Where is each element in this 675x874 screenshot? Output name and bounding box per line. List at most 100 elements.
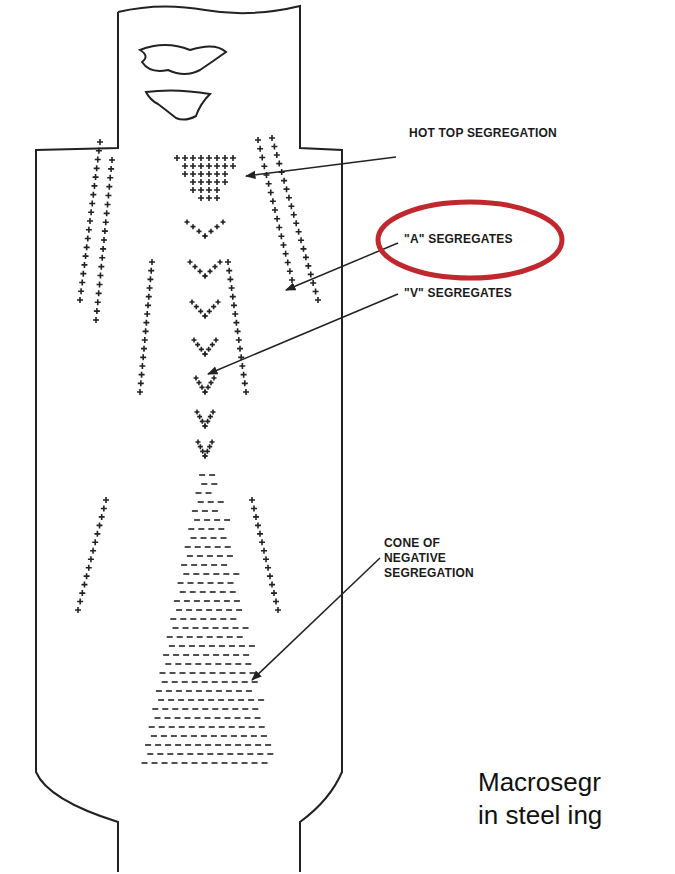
negative-mark [222, 708, 228, 710]
negative-mark [157, 753, 163, 755]
segregate-mark [231, 302, 237, 308]
negative-mark [212, 708, 218, 710]
segregate-mark [147, 285, 153, 291]
negative-mark [199, 474, 205, 476]
negative-mark [246, 690, 252, 692]
segregate-mark [144, 311, 150, 317]
negative-mark [200, 618, 206, 620]
negative-mark [194, 519, 200, 521]
negative-mark [195, 744, 201, 746]
negative-mark [213, 627, 219, 629]
negative-mark [155, 744, 161, 746]
negative-mark [179, 726, 185, 728]
segregate-mark [257, 146, 263, 152]
negative-mark [162, 681, 168, 683]
negative-mark [235, 717, 241, 719]
segregate-mark [276, 161, 282, 167]
segregate-mark [222, 163, 228, 169]
segregate-mark [296, 229, 302, 235]
negative-mark [249, 645, 255, 647]
negative-mark [166, 690, 172, 692]
segregate-mark [203, 390, 208, 395]
negative-mark [186, 690, 192, 692]
negative-mark [202, 681, 208, 683]
segregate-mark [103, 497, 109, 503]
segregate-mark [139, 372, 145, 378]
leader-arrow [252, 558, 380, 680]
segregate-mark [205, 419, 210, 424]
segregate-mark [276, 225, 282, 231]
segregate-mark [77, 599, 83, 605]
segregate-mark [200, 385, 205, 390]
negative-mark [177, 753, 183, 755]
segregate-mark [197, 229, 202, 234]
negative-mark [185, 663, 191, 665]
segregate-mark [230, 294, 236, 300]
negative-mark [199, 645, 205, 647]
segregate-mark [97, 273, 103, 279]
negative-mark [170, 672, 176, 674]
leader-arrow [246, 157, 396, 176]
negative-mark [155, 717, 161, 719]
segregation-marks [75, 135, 321, 763]
segregate-mark [207, 444, 212, 449]
segregate-mark [289, 277, 295, 283]
negative-mark [252, 708, 258, 710]
segregate-mark [84, 573, 90, 579]
segregate-mark [205, 449, 210, 454]
negative-mark [255, 717, 261, 719]
segregate-mark [249, 497, 255, 503]
negative-mark [259, 726, 265, 728]
negative-mark [198, 582, 204, 584]
segregate-mark [291, 212, 297, 218]
negative-mark [210, 672, 216, 674]
negative-mark [184, 600, 190, 602]
segregate-mark [96, 290, 102, 296]
negative-mark [217, 753, 223, 755]
segregate-mark [198, 195, 204, 201]
negative-mark [169, 645, 175, 647]
segregate-mark [303, 254, 309, 260]
segregate-mark [206, 347, 211, 352]
segregate-mark [200, 449, 205, 454]
negative-mark [161, 735, 167, 737]
segregate-mark [86, 565, 92, 571]
negative-mark [188, 582, 194, 584]
negative-mark [212, 681, 218, 683]
negative-mark [232, 681, 238, 683]
negative-mark [205, 717, 211, 719]
negative-mark [158, 699, 164, 701]
negative-mark [172, 681, 178, 683]
negative-mark [199, 726, 205, 728]
negative-mark [215, 717, 221, 719]
negative-mark [257, 753, 263, 755]
negative-mark [214, 519, 220, 521]
negative-mark [167, 636, 173, 638]
segregate-mark [206, 179, 212, 185]
negative-mark [197, 753, 203, 755]
segregate-mark [203, 454, 208, 459]
segregate-mark [99, 255, 105, 261]
segregate-mark [190, 155, 196, 161]
segregate-mark [197, 380, 202, 385]
negative-mark [220, 618, 226, 620]
segregate-mark [208, 269, 213, 274]
segregate-mark [203, 274, 208, 279]
segregate-mark [206, 163, 212, 169]
negative-mark [187, 555, 193, 557]
segregate-mark [313, 288, 319, 294]
negative-mark [202, 708, 208, 710]
segregate-mark [203, 424, 208, 429]
segregate-mark [143, 328, 149, 334]
negative-mark [245, 663, 251, 665]
segregate-mark [215, 224, 220, 229]
negative-mark [175, 744, 181, 746]
segregate-mark [102, 228, 108, 234]
segregate-mark [225, 259, 231, 265]
segregate-mark [270, 198, 276, 204]
segregate-mark [139, 363, 145, 369]
negative-mark [212, 510, 218, 512]
segregate-mark [195, 342, 200, 347]
segregate-mark [198, 444, 203, 449]
negative-mark [201, 483, 207, 485]
